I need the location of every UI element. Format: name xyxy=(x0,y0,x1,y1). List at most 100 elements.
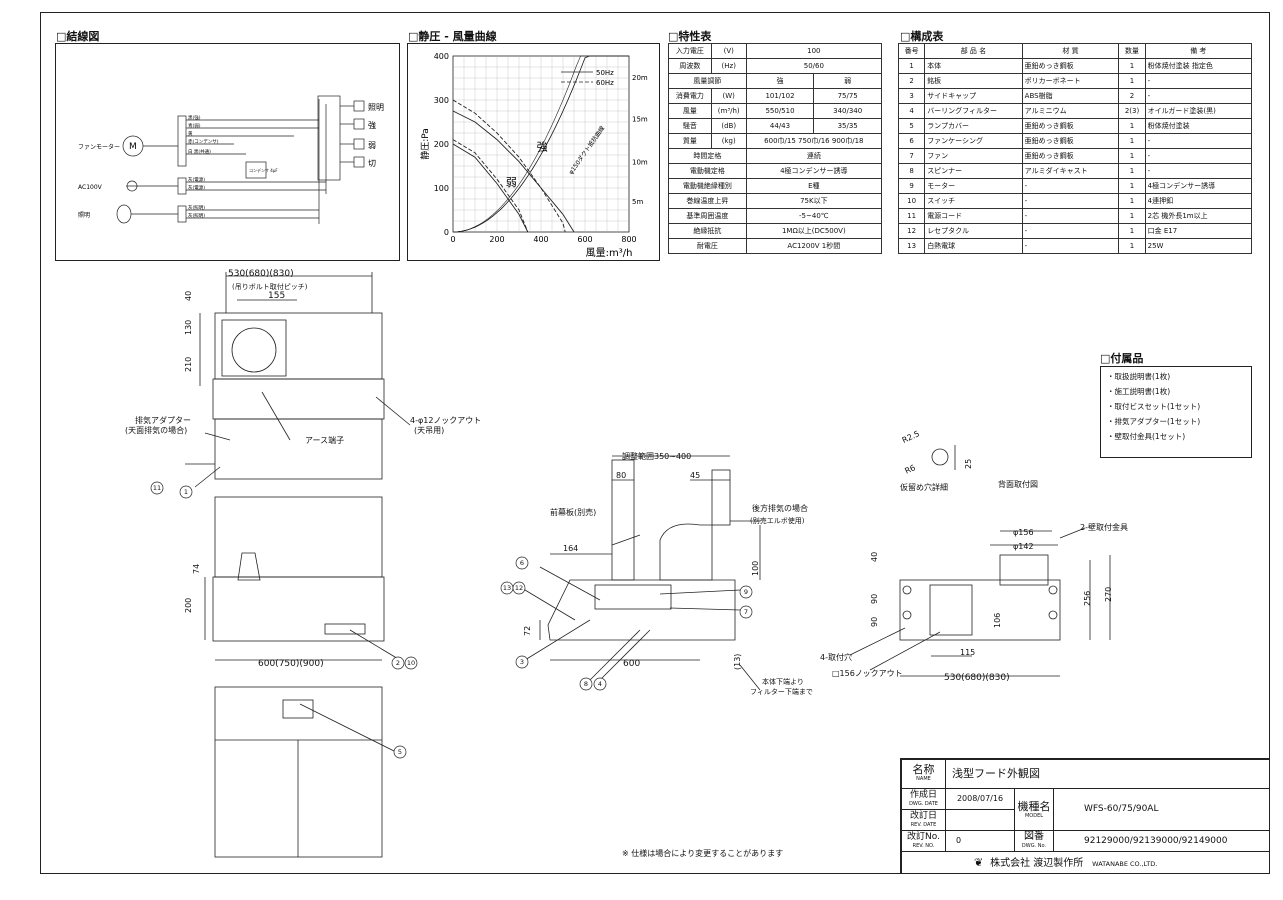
series-line xyxy=(452,139,529,233)
series-line xyxy=(452,110,575,233)
table-header: 番号部 品 名材 質数量備 考 xyxy=(897,43,1253,59)
strong-label: 強 xyxy=(537,141,548,154)
duct-length-label: 5m xyxy=(632,198,643,206)
company-logo-icon: ❦ xyxy=(974,856,984,869)
switch-strong-label: 強 xyxy=(368,120,376,130)
table-row: 周波数(Hz)50/60 xyxy=(668,58,883,74)
y-tick-label: 100 xyxy=(434,184,449,193)
switch-off-label: 切 xyxy=(368,159,376,168)
x-tick-label: 600 xyxy=(577,235,592,244)
y-tick-label: 300 xyxy=(434,96,449,105)
y-tick-label: 200 xyxy=(434,140,449,149)
fan-motor-label: ファンモーター xyxy=(78,143,120,151)
drawing-title: 浅型フード外観図 xyxy=(945,759,1270,789)
accessories-list: ・取扱説明書(1枚) ・施工説明書(1枚) ・取付ビスセット(1セット) ・排気… xyxy=(1100,366,1252,458)
ac-label: AC100V xyxy=(78,184,103,191)
svg-text:黒(強): 黒(強) xyxy=(188,114,201,121)
y-axis-label: 静圧:Pa xyxy=(419,128,431,160)
duct-length-label: 10m xyxy=(632,159,648,167)
revision-number: 0 xyxy=(945,830,1015,852)
fan-curve-chart: 0 200 400 600 800 400 300 200 100 0 静圧:Pa 風量:m³/h 50… xyxy=(407,43,660,261)
svg-text:青(弱): 青(弱) xyxy=(188,122,201,129)
curve-title: □静圧 - 風量曲線 xyxy=(408,30,497,43)
spec-change-note: ※ 仕様は場合により変更することがあります xyxy=(622,849,784,858)
svg-text:赤(コンデンサ): 赤(コンデンサ) xyxy=(188,138,219,145)
x-tick-label: 0 xyxy=(450,235,455,244)
table-row: 質量(kg)600巾/15 750巾/16 900巾/18 xyxy=(668,133,883,149)
switch-weak-label: 弱 xyxy=(368,141,376,150)
x-tick-label: 200 xyxy=(489,235,504,244)
list-item: ・壁取付金具(1セット) xyxy=(1107,432,1186,441)
list-item: ・取付ビスセット(1セット) xyxy=(1107,402,1201,411)
x-axis-label: 風量:m³/h xyxy=(586,247,633,259)
accessories-title: □付属品 xyxy=(1100,352,1144,365)
company-name-en: WATANABE CO.,LTD. xyxy=(1092,860,1158,868)
table-row: 入力電圧(V)100 xyxy=(668,43,883,59)
svg-text:灰(照明): 灰(照明) xyxy=(188,212,205,219)
duct-label: φ150ダクト抵抗曲線 xyxy=(567,124,606,176)
components-title: □構成表 xyxy=(900,30,944,43)
y-tick-label: 0 xyxy=(444,228,449,237)
legend-label: 60Hz xyxy=(596,79,614,87)
capacitor-label: コンデンサ 4μF xyxy=(249,167,278,173)
weak-label: 弱 xyxy=(506,176,517,189)
x-tick-label: 800 xyxy=(621,235,636,244)
wiring-title: □結線図 xyxy=(56,30,100,43)
svg-text:黄: 黄 xyxy=(188,130,193,137)
duct-curve xyxy=(452,55,629,233)
list-item: ・施工説明書(1枚) xyxy=(1107,387,1171,396)
light-label: 照明 xyxy=(78,212,90,219)
chart-svg: 0 200 400 600 800 400 300 200 100 0 静圧:Pa 風量:m³/h 50… xyxy=(419,52,648,259)
table-row: 基準周囲温度-5~40℃ xyxy=(668,208,883,224)
company-name: 株式会社 渡辺製作所 xyxy=(990,858,1084,869)
spec-title: □特性表 xyxy=(668,30,712,43)
drawing-frame xyxy=(40,12,1270,874)
motor-symbol: M xyxy=(129,142,137,152)
drawing-date: 2008/07/16 xyxy=(945,788,1015,810)
legend-label: 50Hz xyxy=(596,69,614,77)
svg-text:灰(照明): 灰(照明) xyxy=(188,204,205,211)
table-row: 時間定格連続 xyxy=(668,148,883,164)
svg-text:白 黒(共通): 白 黒(共通) xyxy=(188,148,211,155)
wiring-svg: M ファンモーター AC100V 照明 コンデンサ 4μF 黒(強) 青(弱) … xyxy=(78,95,384,224)
switch-light-label: 照明 xyxy=(368,103,384,112)
duct-length-label: 15m xyxy=(632,115,648,123)
svg-text:灰(電源): 灰(電源) xyxy=(188,176,205,183)
list-item: ・取扱説明書(1枚) xyxy=(1107,372,1171,381)
list-item: ・排気アダプター(1セット) xyxy=(1107,417,1201,426)
svg-text:灰(電源): 灰(電源) xyxy=(188,184,205,191)
drawing-number: 92129000/92139000/92149000 xyxy=(1053,830,1270,852)
x-tick-label: 400 xyxy=(533,235,548,244)
model-number: WFS-60/75/90AL xyxy=(1053,788,1270,831)
wiring-diagram: M ファンモーター AC100V 照明 コンデンサ 4μF 黒(強) 青(弱) … xyxy=(55,43,400,261)
y-tick-label: 400 xyxy=(434,52,449,61)
table-row: 風量調節強弱 xyxy=(668,73,882,89)
duct-length-label: 20m xyxy=(632,74,648,82)
series-line xyxy=(452,143,529,233)
series-line xyxy=(452,99,566,233)
